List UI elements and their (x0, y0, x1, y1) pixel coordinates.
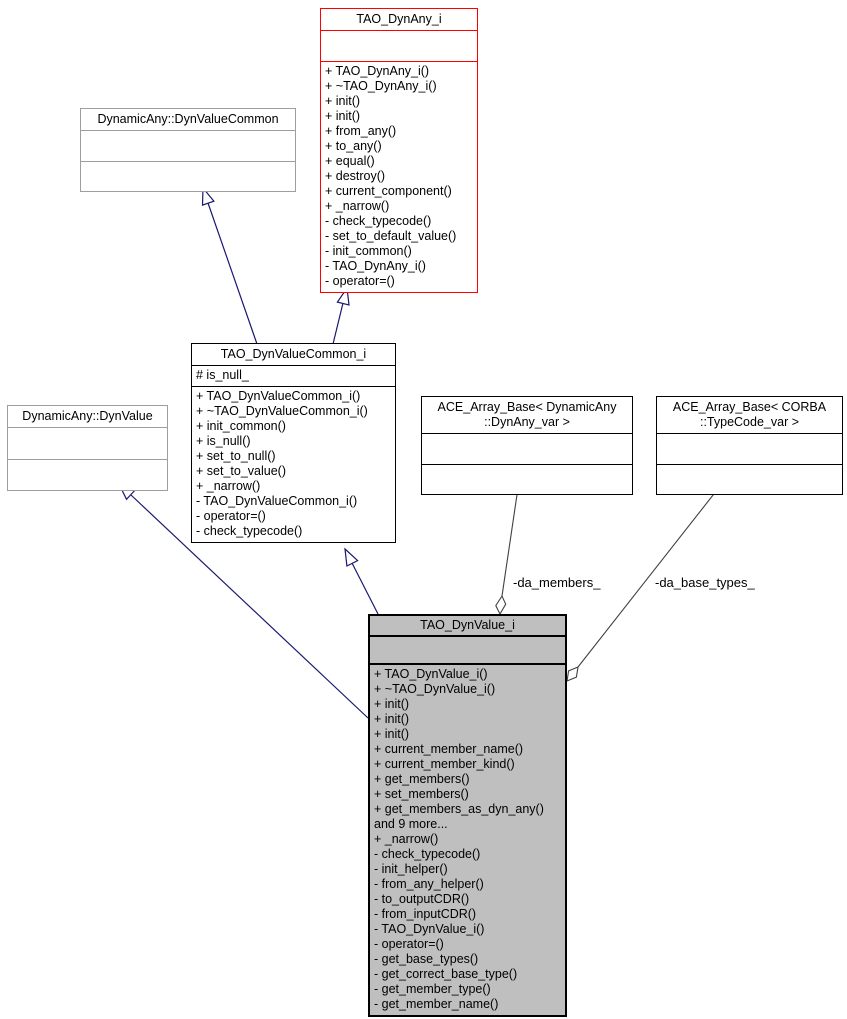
class-methods (8, 460, 167, 490)
member-row: + ~TAO_DynAny_i() (325, 79, 437, 93)
member-row: + set_members() (374, 787, 469, 801)
member-row: + get_members_as_dyn_any() (374, 802, 544, 816)
member-row: + get_members() (374, 772, 470, 786)
class-title: TAO_DynAny_i (321, 9, 477, 31)
member-row: + init() (325, 109, 361, 123)
inheritance-edge (332, 302, 344, 345)
member-row: - check_typecode() (196, 524, 303, 538)
class-box-dynvalue[interactable]: DynamicAny::DynValue (7, 405, 168, 491)
member-row: - check_typecode() (325, 214, 432, 228)
member-row: + _narrow() (325, 199, 390, 213)
member-row: + init_common() (196, 419, 286, 433)
aggregation-edge (577, 489, 718, 668)
member-row: + current_member_kind() (374, 757, 515, 771)
member-row: - from_any_helper() (374, 877, 484, 891)
member-row: + current_component() (325, 184, 452, 198)
class-methods (81, 162, 295, 191)
inheritance-edge (130, 494, 369, 719)
aggregation-diamond-icon (495, 594, 507, 616)
class-attributes (370, 637, 565, 665)
inheritance-arrowhead-icon (201, 186, 215, 206)
class-box-ace-array-typecode[interactable]: ACE_Array_Base< CORBA ::TypeCode_var > (656, 396, 843, 495)
inheritance-edge (351, 562, 379, 615)
class-box-ace-array-dynany[interactable]: ACE_Array_Base< DynamicAny ::DynAny_var … (421, 396, 633, 495)
member-row: - init_helper() (374, 862, 448, 876)
member-row: + ~TAO_DynValue_i() (374, 682, 496, 696)
inheritance-arrowhead-icon (344, 547, 359, 567)
member-row: + _narrow() (196, 479, 261, 493)
member-row: - to_outputCDR() (374, 892, 470, 906)
member-row: - operator=() (374, 937, 444, 951)
class-title: ACE_Array_Base< CORBA ::TypeCode_var > (657, 397, 842, 434)
member-row: + TAO_DynValue_i() (374, 667, 488, 681)
class-attributes: # is_null_ (192, 366, 395, 387)
member-row: + equal() (325, 154, 375, 168)
aggregation-diamond-icon (566, 666, 579, 682)
class-methods: + TAO_DynValueCommon_i()+ ~TAO_DynValueC… (192, 387, 395, 542)
aggregation-edge (501, 487, 519, 597)
member-row: + is_null() (196, 434, 251, 448)
inheritance-edge (207, 202, 258, 345)
member-row: + _narrow() (374, 832, 439, 846)
class-title: DynamicAny::DynValue (8, 406, 167, 428)
member-row: + TAO_DynAny_i() (325, 64, 430, 78)
member-row: + init() (325, 94, 361, 108)
member-row: # is_null_ (196, 368, 249, 382)
class-title: TAO_DynValue_i (370, 616, 565, 637)
member-row: + from_any() (325, 124, 397, 138)
class-attributes (657, 434, 842, 465)
class-methods (422, 465, 632, 494)
class-title: ACE_Array_Base< DynamicAny ::DynAny_var … (422, 397, 632, 434)
class-methods (657, 465, 842, 494)
edge-label-da-members: -da_members_ (513, 575, 601, 590)
class-methods: + TAO_DynValue_i()+ ~TAO_DynValue_i()+ i… (370, 665, 565, 1015)
member-row: - operator=() (196, 509, 266, 523)
member-row: - get_correct_base_type() (374, 967, 518, 981)
member-row: + destroy() (325, 169, 386, 183)
class-attributes (321, 31, 477, 62)
member-row: - get_member_type() (374, 982, 491, 996)
class-box-dynvaluecommon[interactable]: DynamicAny::DynValueCommon (80, 108, 296, 192)
class-box-tao-dynvaluecommon-i[interactable]: TAO_DynValueCommon_i # is_null_ + TAO_Dy… (191, 343, 396, 543)
class-box-tao-dynany-i[interactable]: TAO_DynAny_i + TAO_DynAny_i()+ ~TAO_DynA… (320, 8, 478, 293)
member-row: - TAO_DynAny_i() (325, 259, 426, 273)
member-row: - from_inputCDR() (374, 907, 477, 921)
class-title: DynamicAny::DynValueCommon (81, 109, 295, 131)
member-row: + init() (374, 727, 410, 741)
member-row: + set_to_null() (196, 449, 276, 463)
member-row: - init_common() (325, 244, 412, 258)
member-row: - get_member_name() (374, 997, 499, 1011)
edge-label-da-base-types: -da_base_types_ (655, 575, 756, 590)
member-row: + init() (374, 712, 410, 726)
class-attributes (81, 131, 295, 162)
member-row: and 9 more... (374, 817, 448, 831)
class-methods: + TAO_DynAny_i()+ ~TAO_DynAny_i()+ init(… (321, 62, 477, 292)
member-row: + TAO_DynValueCommon_i() (196, 389, 361, 403)
member-row: + ~TAO_DynValueCommon_i() (196, 404, 368, 418)
class-title: TAO_DynValueCommon_i (192, 344, 395, 366)
member-row: + set_to_value() (196, 464, 286, 478)
class-attributes (8, 428, 167, 460)
member-row: + init() (374, 697, 410, 711)
member-row: - TAO_DynValueCommon_i() (196, 494, 358, 508)
member-row: - get_base_types() (374, 952, 479, 966)
member-row: - operator=() (325, 274, 395, 288)
member-row: + to_any() (325, 139, 382, 153)
class-attributes (422, 434, 632, 465)
class-box-tao-dynvalue-i[interactable]: TAO_DynValue_i + TAO_DynValue_i()+ ~TAO_… (368, 614, 567, 1017)
member-row: - set_to_default_value() (325, 229, 457, 243)
member-row: - TAO_DynValue_i() (374, 922, 485, 936)
member-row: + current_member_name() (374, 742, 524, 756)
member-row: - check_typecode() (374, 847, 481, 861)
